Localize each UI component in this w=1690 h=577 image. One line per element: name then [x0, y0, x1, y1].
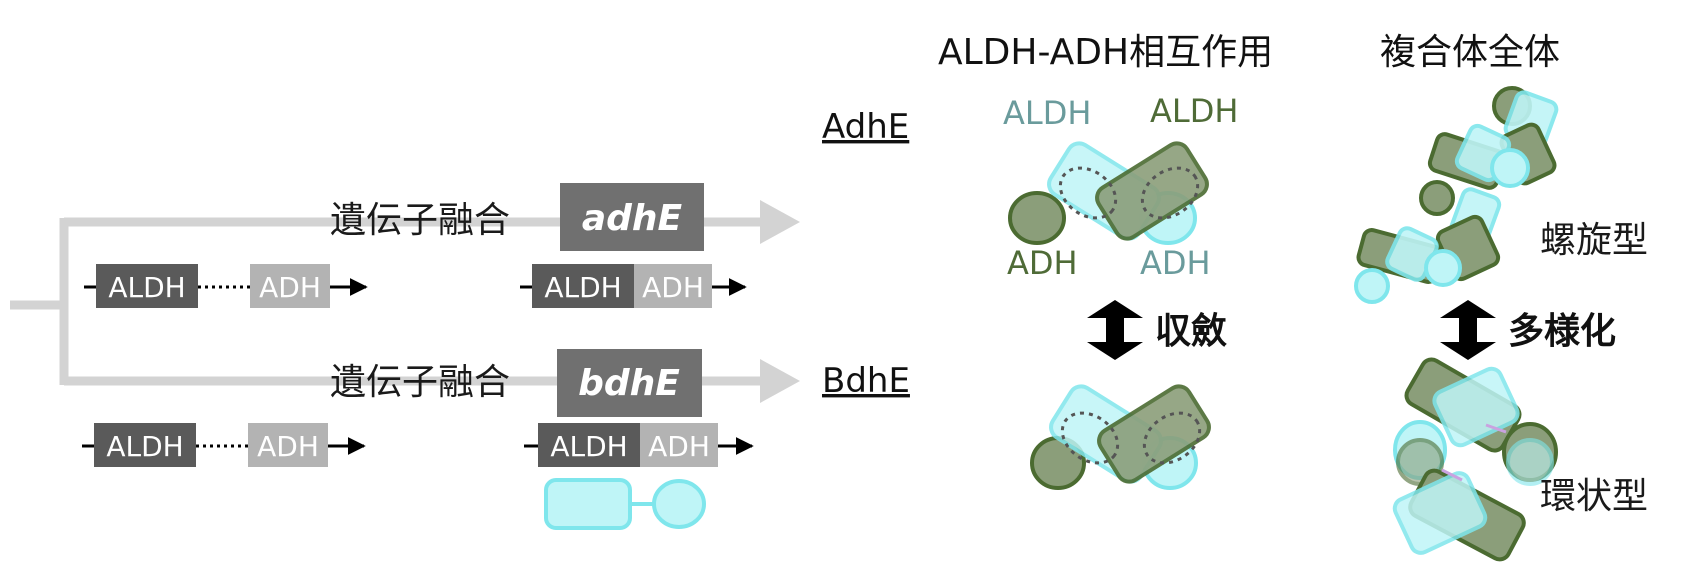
helical-complex [1354, 86, 1559, 304]
adh-label-right: ADH [1140, 244, 1211, 282]
gene-fusion-label-bottom: 遺伝子融合 [330, 362, 510, 403]
convergence-arrow-icon [1087, 300, 1143, 360]
aldh-domain-label: ALDH [544, 271, 621, 304]
protein-bdhE: BdhE [822, 361, 910, 401]
interaction-model-adhE: ALDH ALDH ADH ADH [1003, 92, 1238, 282]
convergence-label: 収斂 [1155, 311, 1227, 352]
adh-domain-label: ADH [257, 430, 319, 463]
bdhE-gene-box: bdhE [557, 349, 702, 417]
adh-domain-label: ADH [259, 271, 321, 304]
ring-complex [1392, 357, 1558, 562]
operon-separate-bottom: ALDH ADH [82, 423, 366, 467]
interaction-model-bdhE [1030, 384, 1211, 490]
bdhE-domain-cartoon [544, 478, 706, 530]
aldh-domain-label: ALDH [106, 430, 183, 463]
operon-fused-bottom: ALDH ADH [524, 423, 754, 467]
complex-title: 複合体全体 [1380, 32, 1560, 73]
adh-label-left: ADH [1007, 244, 1078, 282]
adh-domain-label: ADH [642, 271, 704, 304]
helical-type-label: 螺旋型 [1540, 220, 1648, 261]
tree-arrowhead-bottom [760, 359, 800, 403]
adhE-gene-box: adhE [560, 183, 704, 251]
bdhE-gene-label: bdhE [578, 363, 680, 404]
tree-arrowhead-top [760, 200, 800, 244]
operon-separate-top: ALDH ADH [84, 264, 368, 308]
diversification-label: 多様化 [1508, 311, 1616, 352]
aldh-label-right: ALDH [1150, 92, 1238, 130]
adhE-gene-label: adhE [582, 198, 683, 239]
operon-fused-top: ALDH ADH [520, 264, 747, 308]
ring-type-label: 環状型 [1540, 476, 1648, 517]
interaction-title: ALDH-ADH相互作用 [938, 32, 1273, 73]
diversification-arrow-icon [1440, 300, 1496, 360]
gene-fusion-label-top: 遺伝子融合 [330, 200, 510, 241]
aldh-domain-label: ALDH [550, 430, 627, 463]
aldh-domain-label: ALDH [108, 271, 185, 304]
adh-domain-label: ADH [648, 430, 710, 463]
aldh-label-left: ALDH [1003, 94, 1091, 132]
protein-adhE: AdhE [822, 107, 909, 147]
